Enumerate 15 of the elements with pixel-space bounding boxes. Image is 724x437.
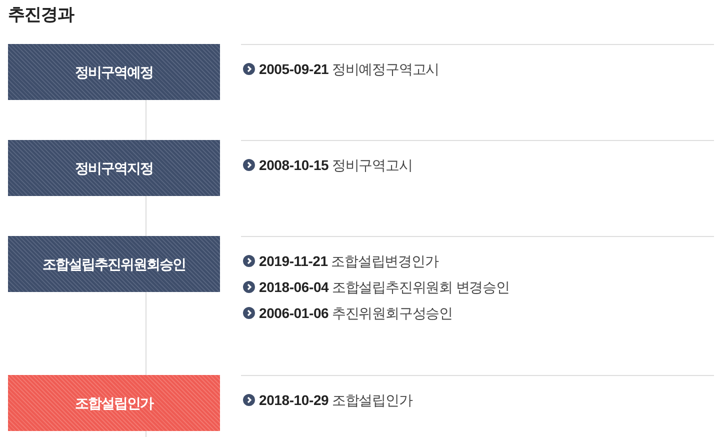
timeline-entry: 2018-06-04 조합설립추진위원회 변경승인 xyxy=(259,278,510,297)
timeline-entry: 2005-09-21 정비예정구역고시 xyxy=(259,60,440,79)
section-title: 추진경과 xyxy=(8,4,74,26)
stage-label: 정비구역지정 xyxy=(75,159,153,177)
stage-box xyxy=(8,236,220,292)
timeline-entry: 2018-10-29 조합설립인가 xyxy=(259,391,412,410)
stage-label: 정비구역예정 xyxy=(75,63,153,81)
stage-box xyxy=(8,44,220,100)
timeline-entry: 2019-11-21 조합설립변경인가 xyxy=(259,252,438,271)
timeline-entry: 2006-01-06 추진위원회구성승인 xyxy=(259,304,453,323)
timeline-entry: 2008-10-15 정비구역고시 xyxy=(259,156,412,175)
stage-box xyxy=(8,375,220,431)
stage-label: 조합설립인가 xyxy=(75,394,153,412)
stage-box xyxy=(8,140,220,196)
stage-label: 조합설립추진위원회승인 xyxy=(42,255,186,273)
